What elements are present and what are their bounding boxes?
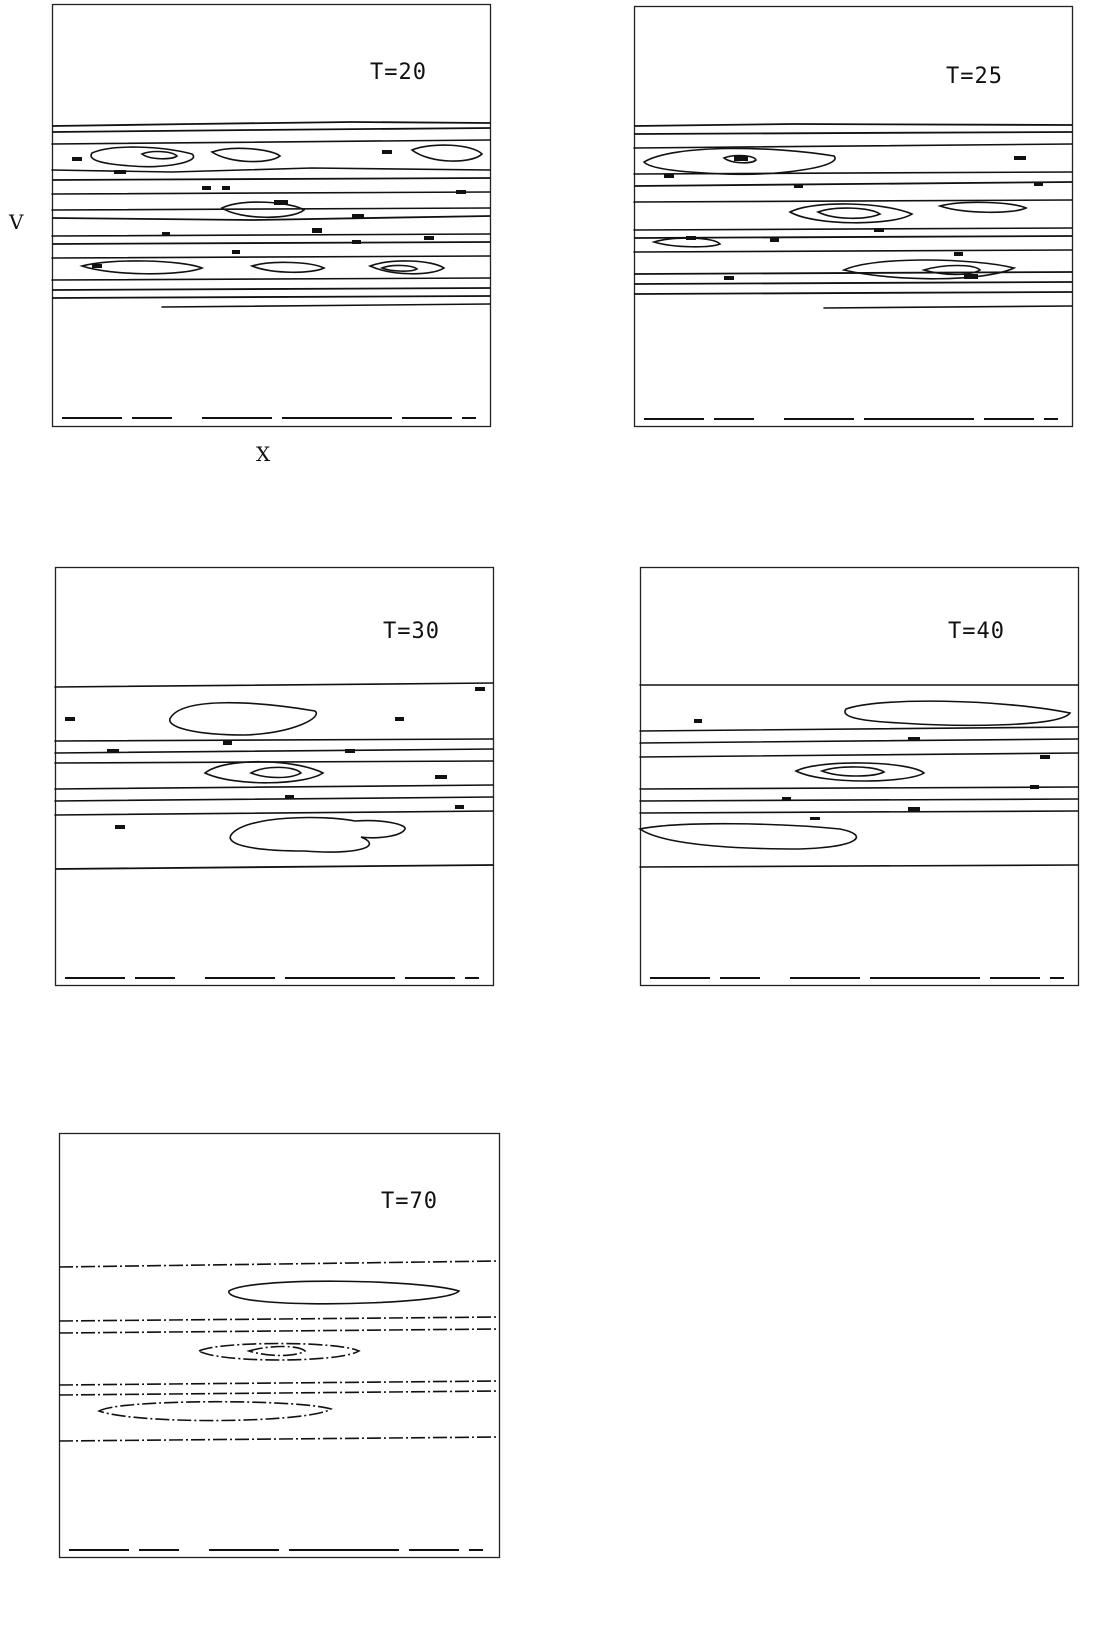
contour-markers — [72, 150, 466, 268]
panel-t30-plot — [54, 566, 495, 987]
panel-time-label: T=25 — [946, 64, 1003, 89]
panel-frame — [633, 5, 1074, 428]
panel-t20: T=20 — [51, 3, 492, 428]
x-axis-label: X — [256, 442, 271, 466]
panel-frame — [54, 566, 495, 987]
panel-t40: T=40 — [638, 566, 1080, 987]
panel-time-label: T=70 — [381, 1189, 438, 1214]
panel-t25-plot — [633, 5, 1074, 428]
panel-t20-plot — [51, 3, 492, 428]
panel-time-label: T=30 — [383, 619, 440, 644]
contour-markers — [694, 719, 1050, 820]
contour-lines — [58, 1260, 500, 1442]
contour-lines — [54, 682, 494, 870]
panel-t40-plot — [638, 566, 1080, 987]
panel-time-label: T=20 — [370, 60, 427, 85]
contour-markers — [664, 156, 1043, 280]
y-axis-label: V — [9, 210, 24, 234]
contour-lines — [51, 121, 491, 308]
bottom-specks — [644, 418, 1058, 420]
panel-frame — [58, 1132, 501, 1559]
contour-markers — [65, 687, 485, 829]
panel-t30: T=30 — [54, 566, 495, 987]
panel-t25: T=25 — [633, 5, 1074, 430]
contour-lines — [638, 684, 1079, 868]
panel-t70-plot — [58, 1132, 501, 1559]
contour-lines — [633, 123, 1073, 309]
bottom-specks — [650, 977, 1064, 979]
bottom-specks — [69, 1549, 483, 1551]
bottom-specks — [65, 977, 479, 979]
panel-t70: T=70 — [58, 1132, 501, 1559]
panel-time-label: T=40 — [948, 619, 1005, 644]
panel-frame — [51, 3, 492, 428]
bottom-specks — [62, 417, 476, 419]
